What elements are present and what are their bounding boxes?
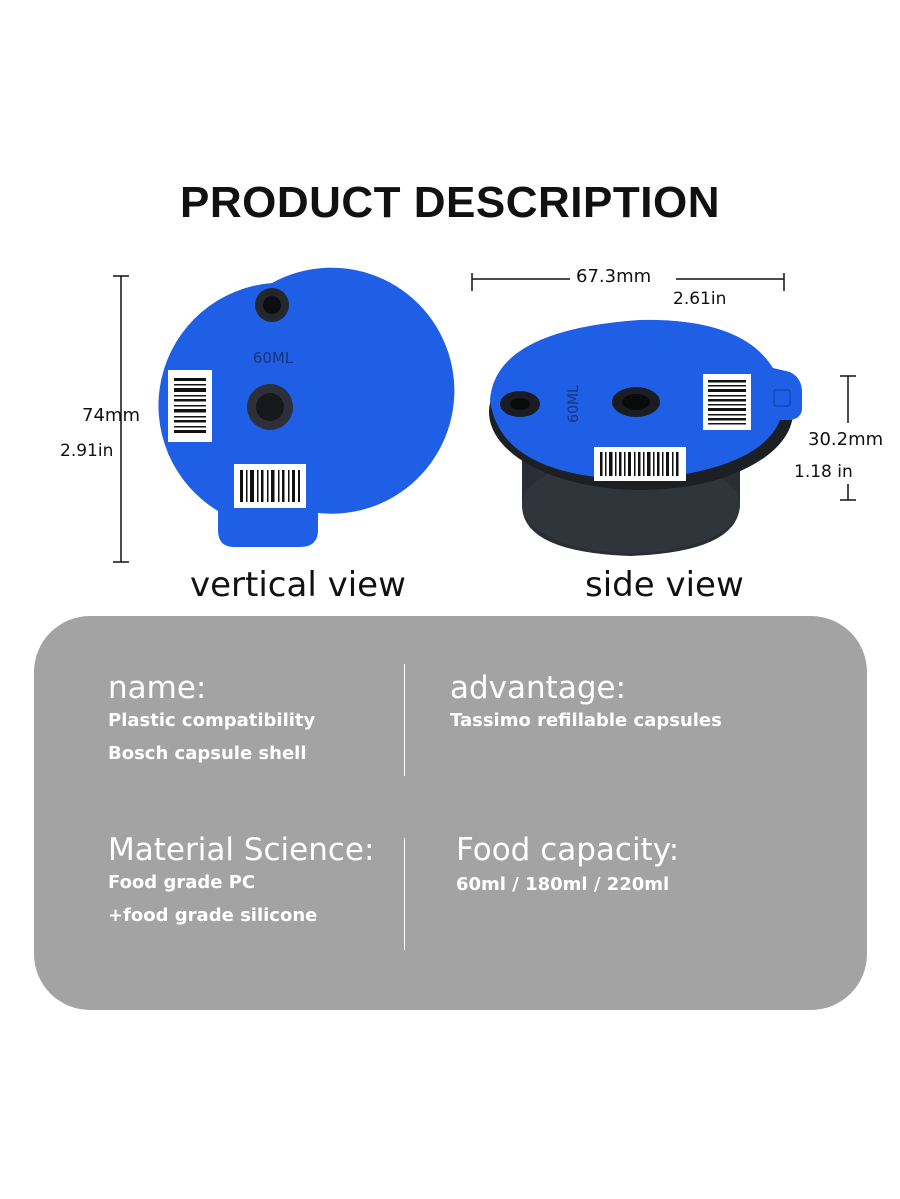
material-line: Food grade PC bbox=[108, 872, 256, 893]
advantage-line: Tassimo refillable capsules bbox=[450, 710, 722, 731]
advantage-heading: advantage: bbox=[450, 670, 627, 706]
height-dimension-bracket bbox=[113, 275, 129, 563]
material-heading: Material Science: bbox=[108, 832, 375, 868]
depth-in-label: 1.18 in bbox=[794, 462, 853, 482]
name-line: Plastic compatibility bbox=[108, 710, 316, 731]
width-mm-label: 67.3mm bbox=[576, 266, 652, 287]
depth-dimension-bracket bbox=[840, 375, 856, 501]
material-line: +food grade silicone bbox=[108, 905, 318, 926]
width-dimension-bracket bbox=[471, 273, 785, 291]
capsule-side-view bbox=[489, 319, 802, 556]
lid-capacity-label: 60ML bbox=[566, 385, 582, 423]
lid-capacity-label: 60ML bbox=[253, 349, 294, 367]
divider bbox=[404, 838, 405, 950]
side-view-caption: side view bbox=[585, 565, 744, 605]
capsule-lid-top-view bbox=[158, 267, 455, 547]
name-line: Bosch capsule shell bbox=[108, 743, 307, 764]
barcode-label bbox=[594, 447, 686, 481]
width-in-label: 2.61in bbox=[673, 289, 727, 309]
page-title: PRODUCT DESCRIPTION bbox=[180, 178, 720, 227]
info-panel: name: Plastic compatibility Bosch capsul… bbox=[34, 616, 867, 1010]
name-heading: name: bbox=[108, 670, 207, 706]
barcode-label bbox=[234, 464, 306, 508]
barcode-label bbox=[168, 370, 212, 442]
capacity-heading: Food capacity: bbox=[456, 832, 680, 868]
divider bbox=[404, 664, 405, 776]
vertical-view-caption: vertical view bbox=[190, 565, 406, 605]
lid-tab-icon bbox=[773, 389, 791, 407]
capacity-line: 60ml / 180ml / 220ml bbox=[456, 874, 670, 895]
depth-mm-label: 30.2mm bbox=[808, 429, 884, 450]
height-in-label: 2.91in bbox=[60, 441, 114, 461]
barcode-label bbox=[703, 374, 751, 430]
product-illustration: 60ML 60ML bbox=[113, 267, 856, 563]
height-mm-label: 74mm bbox=[82, 405, 140, 426]
